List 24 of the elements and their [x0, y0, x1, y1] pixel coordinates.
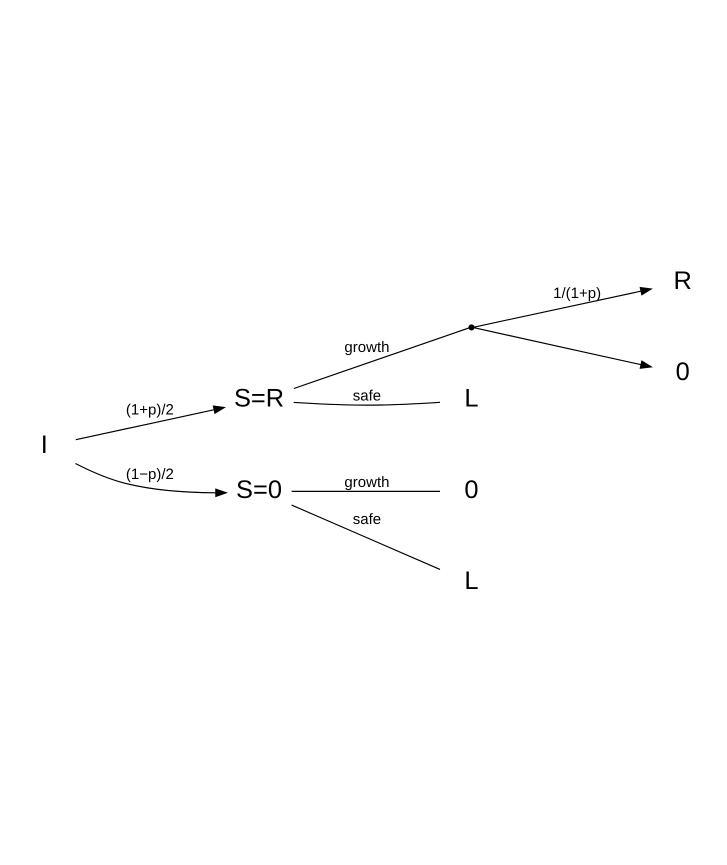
- node-text: L: [464, 567, 479, 596]
- arrow: [75, 463, 228, 498]
- edge-label: growth: [344, 474, 390, 492]
- arrow: [474, 327, 653, 369]
- node-text: 0: [464, 476, 479, 504]
- edge-label: growth: [344, 339, 390, 356]
- edge-label: safe: [352, 511, 382, 528]
- connector: [291, 504, 440, 570]
- edge-label: safe: [352, 388, 382, 405]
- node-text: I: [40, 430, 48, 459]
- node-text: L: [464, 384, 479, 413]
- edge-label: (1−p)/2: [126, 466, 174, 484]
- connector: [294, 327, 470, 390]
- node-text: S=0: [236, 476, 282, 504]
- node-text: R: [674, 266, 692, 295]
- arrow: [474, 286, 653, 328]
- node-point: [468, 324, 475, 330]
- edge-label: (1+p)/2: [126, 401, 174, 418]
- connector: [294, 402, 440, 406]
- arrow: [76, 405, 226, 440]
- node-text: 0: [676, 358, 690, 386]
- edge-label: 1/(1+p): [553, 284, 602, 302]
- connector: [292, 490, 440, 492]
- node-text: S=R: [234, 384, 284, 413]
